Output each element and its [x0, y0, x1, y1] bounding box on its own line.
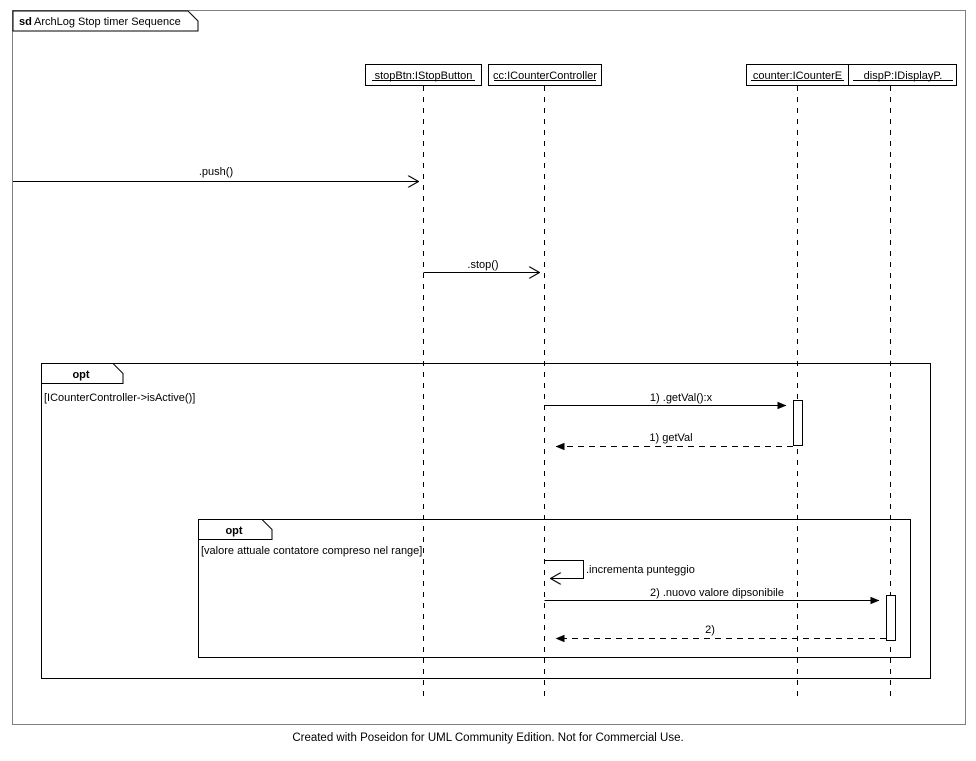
message-label-push: .push() — [199, 166, 233, 178]
lifeline-label-cc: cc:ICounterController — [493, 70, 597, 82]
fragment-opt-inner-tab — [198, 519, 273, 540]
message-line-incrementa[interactable] — [544, 560, 584, 579]
message-label-getval-return: 1) getVal — [649, 432, 692, 444]
lifeline-label-stopBtn: stopBtn:IStopButton — [375, 70, 473, 82]
frame-name-label: ArchLog Stop timer Sequence — [34, 16, 181, 28]
fragment-kind-opt-outer: opt — [72, 369, 89, 381]
diagram-border — [12, 10, 966, 725]
activation-bar-counter — [793, 400, 803, 446]
frame-header-tab — [12, 10, 199, 32]
message-label-nuovo-valore: 2) .nuovo valore dipsonibile — [650, 587, 784, 599]
fragment-opt-outer — [41, 363, 931, 679]
fragment-guard-opt-inner: [valore attuale contatore compreso nel r… — [201, 545, 422, 557]
frame-kind-label: sd — [19, 16, 32, 28]
activation-bar-dispp — [886, 595, 896, 641]
lifeline-label-counter: counter:ICounterE — [753, 70, 842, 82]
fragment-opt-inner — [198, 519, 911, 658]
lifeline-label-dispP: dispP:IDisplayP. — [864, 70, 943, 82]
message-label-getval: 1) .getVal():x — [650, 392, 713, 404]
fragment-guard-opt-outer: [ICounterController->isActive()] — [44, 392, 195, 404]
fragment-kind-opt-inner: opt — [225, 525, 242, 537]
message-label-incrementa: .incrementa punteggio — [586, 564, 695, 576]
fragment-opt-outer-tab — [41, 363, 124, 384]
message-label-nuovo-valore-return: 2) — [705, 624, 715, 636]
message-label-stop: .stop() — [467, 259, 498, 271]
footer-credit: Created with Poseidon for UML Community … — [292, 732, 683, 744]
